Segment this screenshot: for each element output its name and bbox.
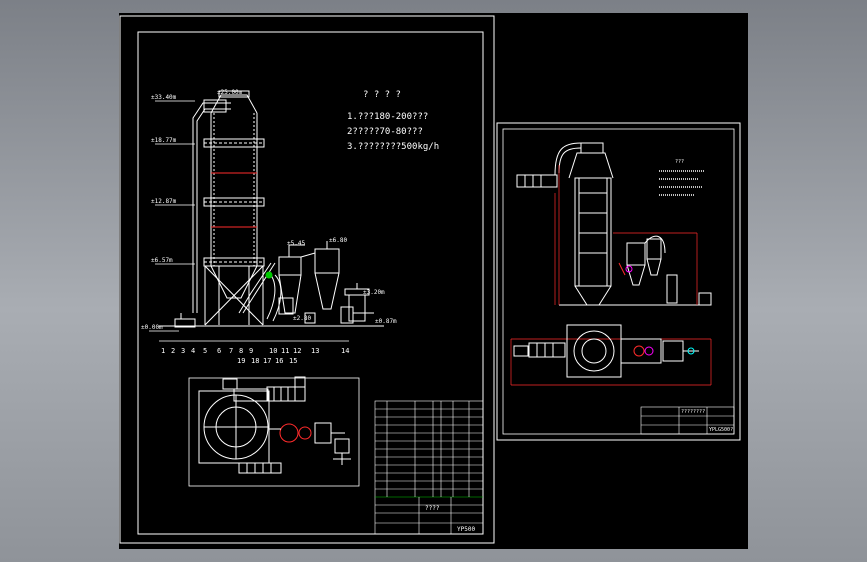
title-block-name: ???? xyxy=(425,505,440,512)
part-number: 13 xyxy=(311,347,319,355)
cad-model-space: ±33.40m ±25.00m ±18.77m ±12.87m ±6.57m ±… xyxy=(119,13,748,549)
elevation-label: ±2.80 xyxy=(293,315,311,322)
parts-list-table xyxy=(374,400,484,535)
part-number: 2 xyxy=(171,347,175,355)
notes-title: ? ? ? ? xyxy=(363,90,401,100)
left-sheet-border xyxy=(119,15,495,544)
elevation-label: ±0.87m xyxy=(375,318,397,325)
cyclone-group xyxy=(265,241,374,324)
left-sheet: ±33.40m ±25.00m ±18.77m ±12.87m ±6.57m ±… xyxy=(119,15,495,544)
title-block-drawing-no: YP500 xyxy=(457,526,475,533)
right-sheet-frame xyxy=(502,128,735,435)
right-title-drawing-no: YPLG500? xyxy=(709,427,733,433)
dimension-lines xyxy=(510,165,712,386)
left-sheet-frame xyxy=(137,31,484,535)
part-number: 4 xyxy=(191,347,195,355)
part-number: 10 xyxy=(269,347,277,355)
part-number: 14 xyxy=(341,347,349,355)
side-elevation xyxy=(516,142,712,306)
part-number: 9 xyxy=(249,347,253,355)
elevation-label: ±12.87m xyxy=(151,198,177,205)
plan-view xyxy=(188,376,360,487)
plan-part-number: 16 xyxy=(275,357,283,365)
part-number: 7 xyxy=(229,347,233,355)
note-line-2: 2?????70-80??? xyxy=(347,127,423,137)
right-plan-view xyxy=(513,324,699,378)
hot-air-duct xyxy=(192,99,231,313)
part-number: 1 xyxy=(161,347,165,355)
spray-tower xyxy=(203,90,276,326)
right-notes-lines xyxy=(659,170,705,196)
exhaust-fan xyxy=(344,283,370,322)
elevation-label: ±33.40m xyxy=(151,94,177,101)
elevation-markers xyxy=(149,100,195,332)
elevation-label: ±25.00m xyxy=(217,89,243,96)
elevation-label: ±3.20m xyxy=(363,289,385,296)
part-number: 5 xyxy=(203,347,207,355)
plan-part-number: 18 xyxy=(251,357,259,365)
elevation-label: ±18.77m xyxy=(151,137,177,144)
part-number: 6 xyxy=(217,347,221,355)
elevation-label: ±5.45 xyxy=(287,240,305,247)
process-drawing: ±33.40m ±25.00m ±18.77m ±12.87m ±6.57m ±… xyxy=(119,15,741,544)
note-line-3: 3.????????500kg/h xyxy=(347,142,439,152)
note-line-1: 1.???180-200??? xyxy=(347,112,428,122)
right-sheet: ??? xyxy=(496,122,741,441)
right-sheet-border xyxy=(496,122,741,441)
right-title-name: ???????? xyxy=(681,409,705,415)
right-title-block xyxy=(640,406,735,435)
part-number: 3 xyxy=(181,347,185,355)
notes-title: ??? xyxy=(675,159,684,165)
plan-part-number: 17 xyxy=(263,357,271,365)
elevation-label: ±6.80 xyxy=(329,237,347,244)
part-number: 12 xyxy=(293,347,301,355)
elevation-label: ±6.57m xyxy=(151,257,173,264)
plan-part-number: 19 xyxy=(237,357,245,365)
part-number: 8 xyxy=(239,347,243,355)
part-number: 11 xyxy=(281,347,289,355)
elevation-label: ±0.00m xyxy=(141,324,163,331)
plan-part-number: 15 xyxy=(289,357,297,365)
